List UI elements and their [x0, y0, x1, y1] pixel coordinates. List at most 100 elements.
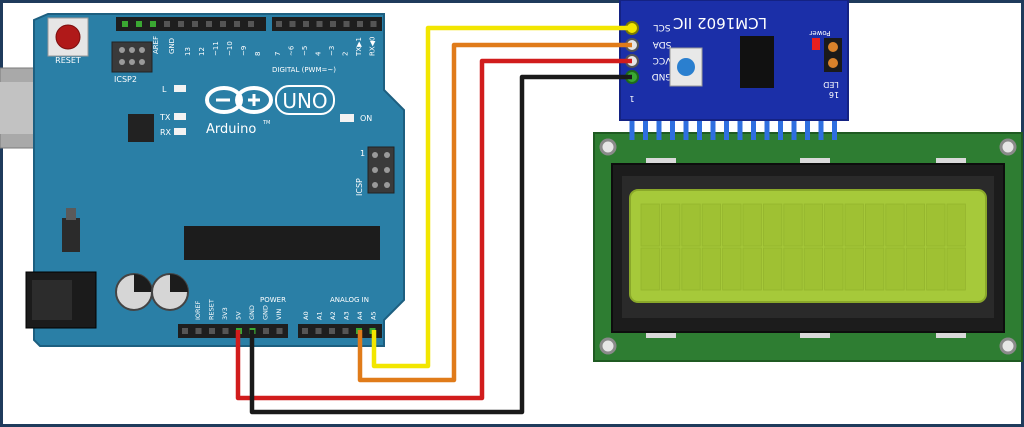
- analog-pin-label: A3: [343, 311, 351, 320]
- power-pin-label: 3V3: [221, 307, 229, 320]
- analog-pin-hole[interactable]: [315, 328, 322, 334]
- lcd-character-cell: [661, 247, 681, 291]
- lcd-header-pin: [778, 108, 783, 140]
- lcd-character-cell: [946, 247, 966, 291]
- digital-pin-hole[interactable]: [164, 21, 170, 27]
- wire-gnd[interactable]: [249, 74, 632, 415]
- icsp2-label: ICSP2: [114, 75, 137, 84]
- digital-pin-label: ~6: [288, 45, 296, 56]
- digital-pin-hole[interactable]: [192, 21, 198, 27]
- led-on: [340, 114, 354, 122]
- led-tx-label: TX: [159, 113, 171, 122]
- digital-pin-label: ~5: [301, 46, 309, 56]
- lcd-character-cell: [763, 203, 783, 247]
- pin-1-label: 1: [629, 94, 634, 103]
- lcd-character-cell: [640, 247, 660, 291]
- lcd-header-pin: [670, 108, 675, 140]
- uno-logo-frame: [275, 85, 335, 115]
- digital-pin-label: ~3: [328, 46, 336, 56]
- power-pin-label: GND: [248, 305, 256, 320]
- power-pin-hole[interactable]: [276, 328, 283, 334]
- digital-pin-hole[interactable]: [122, 21, 128, 27]
- lcd-mount-hole-bl: [599, 337, 617, 355]
- lcd-character-cell: [783, 203, 803, 247]
- power-pin-hole[interactable]: [263, 328, 269, 334]
- board-body: [33, 13, 405, 347]
- arduino-logo: [205, 86, 273, 114]
- power-pin-label: IOREF: [194, 300, 202, 320]
- digital-pin-hole[interactable]: [234, 21, 240, 27]
- wires: [235, 25, 632, 415]
- digital-pin-hole[interactable]: [330, 21, 336, 27]
- power-header: [178, 324, 288, 338]
- digital-pin-hole[interactable]: [276, 21, 282, 27]
- wire-scl[interactable]: [371, 25, 632, 369]
- lcd-character-cell: [803, 203, 824, 247]
- icsp2-header: [111, 41, 153, 73]
- analog-pin-label: A0: [302, 311, 310, 320]
- wire-sda[interactable]: [357, 42, 632, 383]
- power-led-label: Power: [809, 29, 830, 37]
- lcd-character-cell: [824, 247, 844, 291]
- digital-pin-hole[interactable]: [316, 21, 323, 27]
- lcd-character-cell: [844, 203, 864, 247]
- digital-header: [116, 17, 382, 31]
- lcd-header-pin: [791, 108, 797, 140]
- brand-text: Arduino: [206, 122, 256, 137]
- lcd-1602-display: [593, 132, 1023, 362]
- digital-pin-hole[interactable]: [370, 21, 377, 27]
- pin-16-label: 16: [829, 90, 839, 99]
- lcd-character-cell: [640, 203, 660, 247]
- digital-pin-label: 12: [198, 47, 206, 56]
- lcd-character-cell: [865, 203, 885, 247]
- power-pin-hole[interactable]: [209, 328, 215, 334]
- lcd-character-cell: [681, 247, 701, 291]
- digital-pin-hole[interactable]: [178, 21, 184, 27]
- analog-pin-label: A5: [370, 311, 378, 320]
- wire-vcc[interactable]: [235, 58, 632, 401]
- power-label: POWER: [260, 296, 286, 304]
- digital-pin-hole[interactable]: [357, 21, 363, 27]
- lcd-header-pin: [764, 108, 770, 140]
- lcd-mount-hole-tr: [999, 138, 1017, 156]
- digital-pin-hole[interactable]: [248, 21, 254, 27]
- lcd-header-pin: [805, 108, 810, 140]
- power-pin-hole[interactable]: [195, 328, 202, 334]
- icsp-label: ICSP: [355, 178, 364, 196]
- digital-pin-hole[interactable]: [303, 21, 309, 27]
- reset-button-cap[interactable]: [55, 24, 81, 50]
- analog-pin-hole[interactable]: [329, 328, 335, 334]
- power-pin-hole[interactable]: [182, 328, 188, 334]
- lcd-character-cell: [885, 247, 905, 291]
- digital-pin-hole[interactable]: [206, 21, 212, 27]
- analog-pin-hole[interactable]: [302, 328, 308, 334]
- digital-pin-label: 7: [274, 52, 282, 56]
- power-pin-label: RESET: [208, 299, 216, 320]
- digital-pin-label: ~11: [212, 41, 220, 56]
- led-rx: [174, 128, 186, 135]
- lcd-header-pin: [832, 108, 837, 140]
- led-l-label: L: [162, 85, 167, 94]
- analog-pin-hole[interactable]: [342, 328, 349, 334]
- usb-chip: [128, 114, 154, 142]
- power-pin-hole[interactable]: [222, 328, 229, 334]
- lcd-character-cell: [865, 247, 885, 291]
- digital-pin-hole[interactable]: [343, 21, 350, 27]
- icsp-pin1-label: 1: [360, 149, 365, 158]
- digital-pin-hole[interactable]: [150, 21, 156, 27]
- digital-pin-hole[interactable]: [220, 21, 226, 27]
- microcontroller-chip: [184, 226, 380, 260]
- lcd-character-cell: [661, 203, 681, 247]
- gnd-label-top: GND: [168, 38, 176, 54]
- lcd-character-cell: [681, 203, 701, 247]
- digital-pin-label: 13: [184, 47, 192, 56]
- digital-pin-label: RX◀0: [369, 37, 377, 57]
- lcd-header-pin: [818, 108, 824, 140]
- lcd-character-cell: [701, 203, 722, 247]
- digital-pin-hole[interactable]: [289, 21, 296, 27]
- lcd-character-cell: [783, 247, 803, 291]
- digital-pin-hole[interactable]: [136, 21, 142, 27]
